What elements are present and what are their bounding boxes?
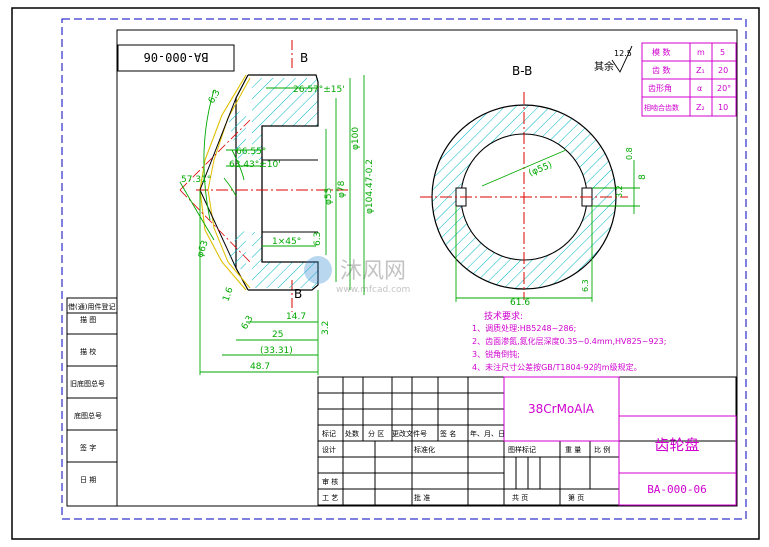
param-name-2: 齿形角: [648, 83, 672, 93]
roughness-6-3-b: 6.3: [313, 232, 323, 246]
rev-h-1: 处数: [345, 429, 359, 438]
tb-review: 审 核: [322, 477, 338, 486]
left-col-3: 旧底图总号: [70, 379, 105, 388]
part-name: 齿轮盘: [654, 436, 699, 454]
rev-h-2: 分 区: [368, 429, 384, 438]
roughness-6-3-d: 6.3: [581, 279, 590, 292]
dim-phi100: φ100: [351, 127, 361, 150]
svg-text:其余: 其余: [594, 60, 614, 73]
dim-25: 25: [272, 330, 283, 340]
param-name-3: 相啮合齿数: [644, 103, 679, 112]
roughness-3-2-b: 3.2: [615, 185, 624, 198]
material: 38CrMoAlA: [528, 402, 595, 416]
tb-weight: 重 量: [565, 446, 581, 454]
left-stamp-column: [66, 297, 118, 507]
watermark: 沐风网 www.mfcad.com: [304, 256, 410, 295]
tb-scale: 比 例: [594, 445, 610, 454]
drawing-no: BA-000-06: [647, 483, 707, 496]
roughness-0-8: 0.8: [625, 147, 634, 160]
param-sym-2: α: [697, 84, 702, 93]
dim-phi104: φ104.47-0.2: [365, 159, 375, 214]
tech-req-2: 2、齿面渗氮,氮化层深度0.35~0.4mm,HV825~923;: [472, 336, 666, 346]
dim-48-7: 48.7: [250, 362, 270, 372]
param-val-3: 10: [718, 103, 728, 112]
dim-33-31: (33.31): [260, 346, 293, 356]
left-col-4: 底图总号: [74, 411, 102, 420]
dim-phi55: φ55: [324, 188, 334, 205]
tb-sheet: 第 页: [568, 493, 584, 502]
left-col-0: 借(通)用件登记: [68, 302, 115, 311]
rev-h-4: 签 名: [440, 429, 456, 438]
roughness-3-2-a: 3.2: [321, 321, 331, 335]
tech-req-3: 3、锐角倒钝;: [472, 349, 520, 359]
dim-chamfer: 1×45°: [272, 237, 301, 247]
tech-req-1: 1、调质处理:HB5248~286;: [472, 323, 576, 333]
param-val-2: 20°: [717, 84, 731, 93]
section-view-title: B-B: [512, 64, 532, 78]
roughness-1-6: 1.6: [221, 286, 235, 303]
dim-61-6: 61.6: [510, 298, 530, 308]
tb-total: 共 页: [512, 493, 528, 502]
dim-angle-66: 66.55°: [236, 147, 266, 157]
gear-params-table: [641, 42, 737, 117]
param-val-0: 5: [720, 48, 725, 57]
tb-craft: 工 艺: [322, 494, 338, 502]
gear-section-view: B B: [179, 40, 375, 375]
dim-phi78: φ78: [337, 180, 347, 198]
watermark-url: www.mfcad.com: [336, 285, 410, 295]
svg-text:技术要求:: 技术要求:: [484, 310, 523, 322]
param-sym-0: m: [697, 48, 705, 57]
tb-approve: 批 准: [414, 493, 430, 502]
drawing-no-top: BA-000-06: [143, 50, 208, 64]
rev-h-3: 更改文件号: [392, 429, 427, 438]
param-sym-3: Z₂: [696, 103, 705, 112]
tb-stage-mark: 图样标记: [508, 445, 536, 454]
param-val-1: 20: [718, 66, 728, 75]
rev-h-0: 标记: [322, 429, 336, 438]
section-b-bottom: B: [294, 287, 302, 301]
dim-angle-63: 63.43°±10': [229, 160, 281, 170]
dim-phi63: φ63: [195, 239, 210, 259]
watermark-brand: 沐风网: [340, 259, 406, 284]
left-col-5: 签 字: [80, 443, 96, 452]
left-col-2: 描 校: [80, 347, 96, 356]
roughness-other: 其余 12.5: [594, 45, 633, 73]
inner-frame: [116, 29, 738, 507]
svg-text:12.5: 12.5: [614, 49, 632, 58]
roughness-6-3-c: 6.3: [240, 314, 256, 331]
tb-design: 设计: [322, 445, 336, 454]
tech-requirements: 技术要求: 1、调质处理:HB5248~286; 2、齿面渗氮,氮化层深度0.3…: [472, 310, 666, 372]
param-name-1: 齿 数: [652, 65, 671, 75]
dim-angle-57: 57.31°: [181, 175, 211, 185]
param-name-0: 模 数: [652, 47, 671, 57]
left-col-6: 日 期: [80, 476, 96, 484]
roughness-6-3-a: 6.3: [207, 88, 223, 105]
left-col-1: 描 图: [80, 315, 96, 324]
dim-keyway: 8: [638, 174, 648, 180]
section-bb-view: B-B (φ55) 61.6 8 3.2 0.8 6.3: [420, 64, 648, 308]
rev-h-5: 年、月、日: [470, 429, 505, 438]
dim-angle-top: 26.57°±15': [293, 85, 345, 95]
outer-frame: [61, 18, 747, 520]
tb-standardize: 标准化: [414, 445, 435, 454]
section-b-top: B: [300, 51, 308, 65]
dim-14-7: 14.7: [286, 312, 306, 322]
tech-req-4: 4、未注尺寸公差按GB/T1804-92的m级规定。: [472, 362, 642, 372]
param-sym-1: Z₁: [696, 66, 705, 75]
